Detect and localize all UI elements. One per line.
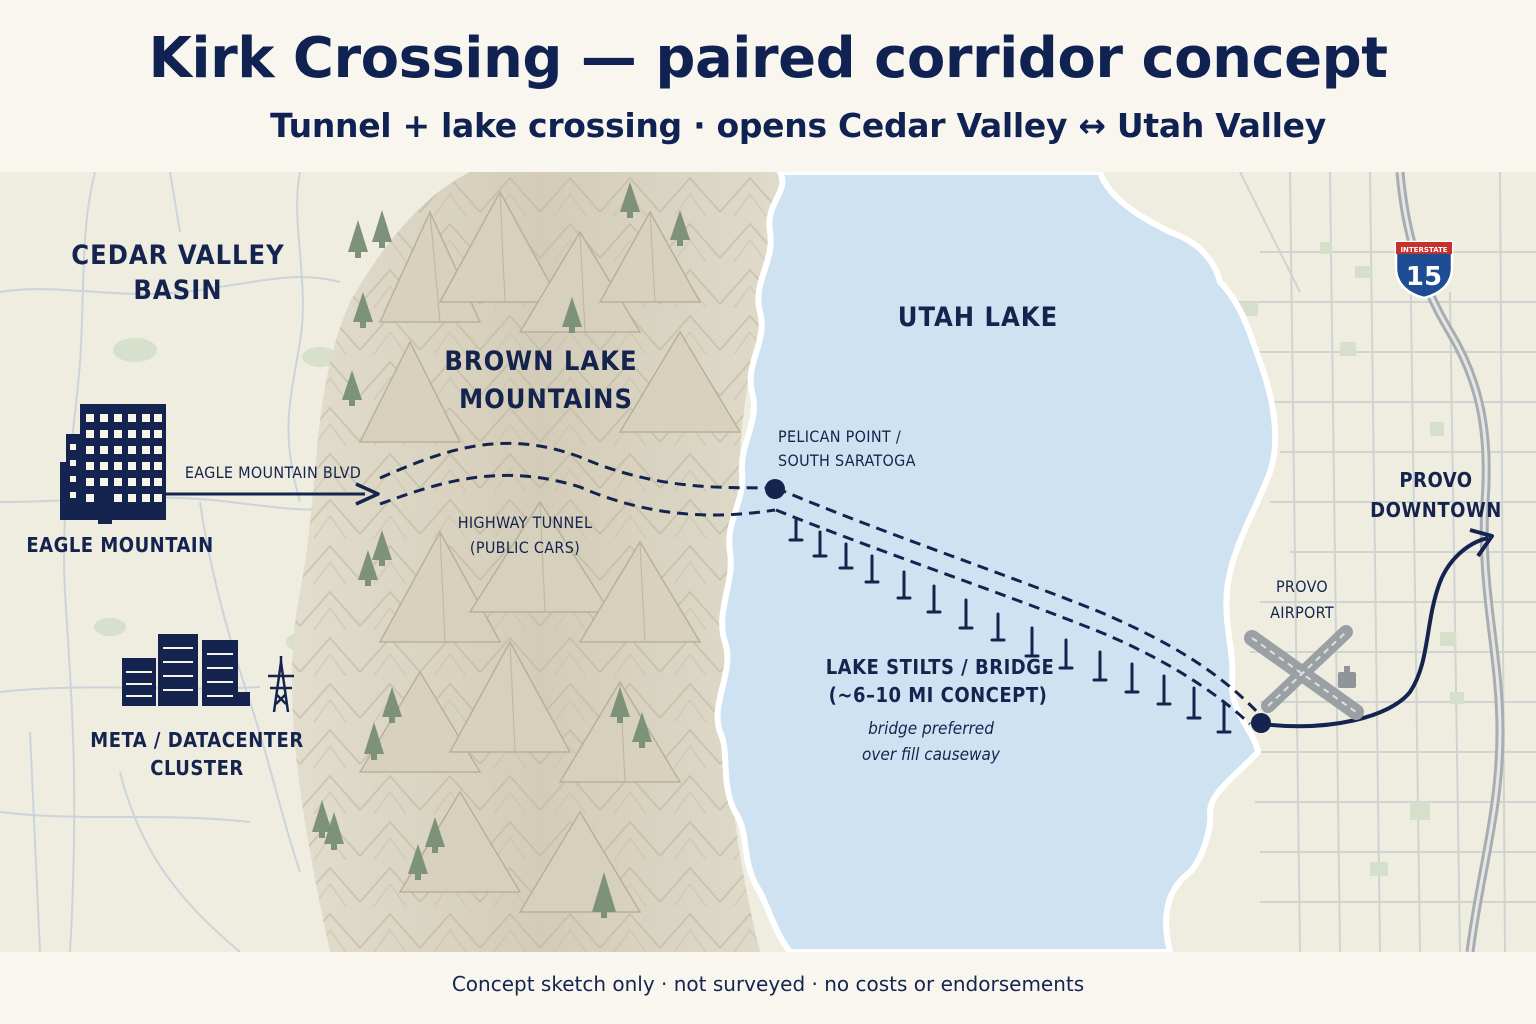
- shield-number: 15: [1406, 262, 1442, 292]
- pine-tree-icon: [342, 370, 362, 406]
- pine-tree-icon: [353, 292, 373, 328]
- pine-tree-icon: [670, 210, 690, 246]
- cedar-valley-label-2: BASIN: [133, 275, 222, 306]
- pelican-point-label: PELICAN POINT /: [778, 427, 901, 446]
- page-title: Kirk Crossing — paired corridor concept: [148, 26, 1388, 91]
- bridge-note: bridge preferred: [868, 719, 994, 739]
- corridor-map: INTERSTATE 15 CEDAR VALLEY BASIN BROWN L…: [0, 172, 1536, 952]
- shield-top-text: INTERSTATE: [1400, 246, 1447, 254]
- pine-tree-icon: [364, 722, 384, 760]
- header: Kirk Crossing — paired corridor concept …: [0, 0, 1536, 172]
- footer-note: Concept sketch only · not surveyed · no …: [451, 972, 1085, 996]
- footer: [0, 952, 1536, 1024]
- bridge-note-2: over fill causeway: [862, 745, 1001, 765]
- pine-tree-icon: [382, 687, 402, 723]
- pine-tree-icon-group: [312, 182, 690, 918]
- provo-parks: [1240, 242, 1464, 876]
- pine-tree-icon: [372, 210, 392, 248]
- provo-street-grid: [1230, 172, 1536, 952]
- provo-downtown-label-2: DOWNTOWN: [1370, 498, 1502, 522]
- eagle-mountain-label: EAGLE MOUNTAIN: [26, 533, 213, 557]
- datacenter-icon: [122, 634, 250, 706]
- arrow-icon: [166, 482, 380, 506]
- tunnel-label-2: (PUBLIC CARS): [470, 538, 580, 557]
- provo-airport-label-2: AIRPORT: [1270, 603, 1334, 622]
- office-building-icon: [60, 404, 166, 524]
- arrow-icon: [1261, 528, 1494, 729]
- mountains-label-2: MOUNTAINS: [459, 384, 633, 415]
- interstate-shield-icon: INTERSTATE 15: [1394, 240, 1454, 300]
- pine-tree-icon: [324, 812, 344, 850]
- power-pylon-icon: [268, 656, 294, 713]
- pine-tree-icon: [372, 530, 392, 566]
- pine-tree-icon: [562, 297, 582, 333]
- pine-tree-icon: [592, 872, 616, 918]
- lake-bridge-route: [775, 486, 1264, 726]
- pine-tree-icon: [358, 550, 378, 586]
- pine-tree-icon: [348, 220, 368, 258]
- page-subtitle: Tunnel + lake crossing · opens Cedar Val…: [270, 106, 1326, 145]
- provo-airport-label: PROVO: [1276, 577, 1328, 596]
- bridge-stilts: [788, 518, 1232, 734]
- pine-tree-icon: [632, 712, 652, 748]
- highway-tunnel-route: [379, 441, 776, 517]
- eagle-mountain-blvd-label: EAGLE MOUNTAIN BLVD: [185, 463, 361, 482]
- brown-lake-mountains: [291, 172, 790, 952]
- pelican-point-node: [765, 479, 785, 499]
- pelican-point-label-2: SOUTH SARATOGA: [778, 451, 916, 470]
- utah-lake: [714, 172, 1279, 952]
- meta-datacenter-label-2: CLUSTER: [150, 756, 243, 780]
- provo-downtown-label: PROVO: [1399, 468, 1472, 492]
- pine-tree-icon: [610, 687, 630, 723]
- bridge-label-2: (~6–10 MI CONCEPT): [829, 683, 1048, 707]
- airport-runway-icon: [1244, 625, 1364, 720]
- pine-tree-icon: [425, 817, 445, 853]
- pine-tree-icon: [620, 182, 640, 218]
- meta-datacenter-label: META / DATACENTER: [90, 728, 303, 752]
- tunnel-label: HIGHWAY TUNNEL: [458, 513, 593, 532]
- utah-lake-label: UTAH LAKE: [898, 302, 1058, 333]
- provo-airport-node: [1251, 713, 1271, 733]
- pine-tree-icon: [408, 844, 428, 880]
- bridge-label: LAKE STILTS / BRIDGE: [826, 655, 1055, 679]
- cedar-valley-label: CEDAR VALLEY: [71, 240, 284, 271]
- pine-tree-icon: [312, 800, 332, 838]
- mountains-label: BROWN LAKE: [444, 346, 637, 377]
